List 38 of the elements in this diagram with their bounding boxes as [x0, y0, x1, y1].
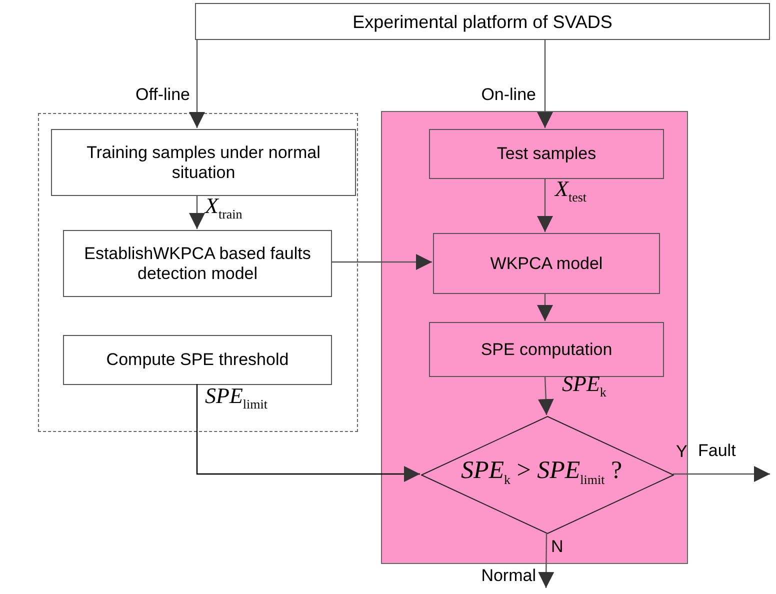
decision-diamond: [421, 416, 674, 534]
math-label: SPE$_{limit}$: [205, 386, 268, 414]
process-box: [63, 230, 332, 297]
arrow: [189, 195, 205, 229]
box-text: Training samples under normal situation: [86, 142, 322, 182]
arrow: [537, 293, 553, 321]
box-text: WKPCA model: [490, 254, 603, 274]
process-box: [429, 322, 664, 377]
arrow: [331, 254, 432, 270]
arrow: [538, 376, 554, 416]
box-text: Experimental platform of SVADS: [352, 12, 612, 32]
branch-label: N: [551, 537, 564, 557]
box-text: Test samples: [496, 144, 596, 164]
box-text: EstablishWKPCA based faults detection model: [83, 244, 312, 284]
process-box: [51, 129, 356, 196]
arrow: [673, 466, 770, 482]
edge-label: Normal: [481, 566, 536, 586]
arrow: [537, 40, 553, 128]
box-text: Compute SPE threshold: [106, 350, 289, 370]
edge-label: Off-line: [136, 85, 190, 105]
condition-text: SPE$_{k}$ > SPE$_{limit}$ ?: [460, 460, 622, 488]
math-label: SPE$_{k}$: [562, 374, 606, 402]
branch-label: Y: [676, 442, 688, 462]
math-label: X$_{test}$: [555, 179, 587, 206]
process-box: [433, 233, 660, 294]
process-box: [63, 335, 332, 385]
arrow: [196, 384, 420, 482]
arrow: [537, 178, 553, 232]
edge-label: On-line: [481, 85, 536, 105]
arrow: [538, 533, 554, 588]
process-box: [195, 3, 770, 40]
group-panel: [381, 111, 688, 564]
math-label: X$_{train}$: [205, 196, 242, 224]
box-text: SPE computation: [480, 340, 612, 360]
arrow: [189, 40, 205, 128]
edge-label: Fault: [698, 441, 736, 461]
process-box: [429, 129, 664, 179]
dashed-group-box: [38, 113, 358, 432]
